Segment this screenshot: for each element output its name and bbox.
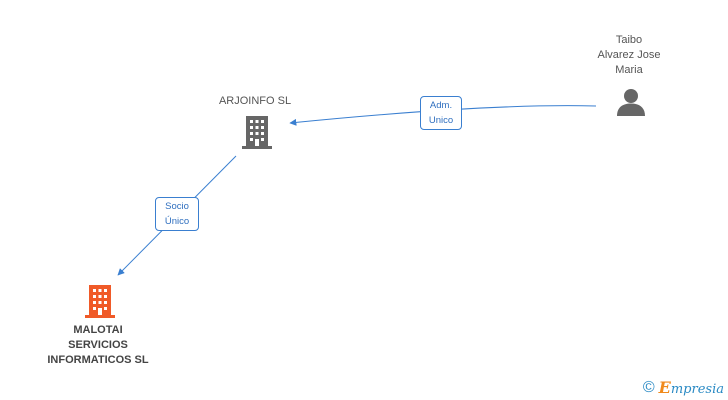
edge-adm-unico <box>289 105 597 126</box>
edge-label-adm-unico[interactable]: Adm. Unico <box>420 96 462 130</box>
arjoinfo-label-line-1: ARJOINFO SL <box>218 95 292 107</box>
edge-label-adm-line-1: Adm. <box>429 100 453 111</box>
person-label-line-2: Alvarez Jose <box>597 49 661 61</box>
empresia-logo: Empresia <box>658 378 724 397</box>
empresia-watermark: © Empresia <box>643 378 724 397</box>
malotai-label-line-1: MALOTAI <box>73 324 123 336</box>
edge-label-adm-line-2: Unico <box>428 115 454 126</box>
malotai-label-line-3: INFORMATICOS SL <box>47 354 149 366</box>
malotai-label-line-2: SERVICIOS <box>68 339 128 351</box>
person-label-line-1: Taibo <box>615 34 643 46</box>
copyright-icon: © <box>642 378 655 396</box>
malotai-label[interactable]: MALOTAI SERVICIOS INFORMATICOS SL <box>30 323 166 368</box>
building-icon[interactable] <box>240 114 274 150</box>
arjoinfo-label[interactable]: ARJOINFO SL <box>205 94 305 109</box>
person-label-line-3: Maria <box>615 64 643 76</box>
edge-label-socio-line-2: Único <box>164 216 190 227</box>
edge-label-socio-unico[interactable]: Socio Único <box>155 197 199 231</box>
person-label[interactable]: Taibo Alvarez Jose Maria <box>586 33 672 78</box>
edge-label-socio-line-1: Socio <box>165 201 189 212</box>
building-icon-focus[interactable] <box>83 283 117 319</box>
person-icon[interactable] <box>616 87 646 117</box>
